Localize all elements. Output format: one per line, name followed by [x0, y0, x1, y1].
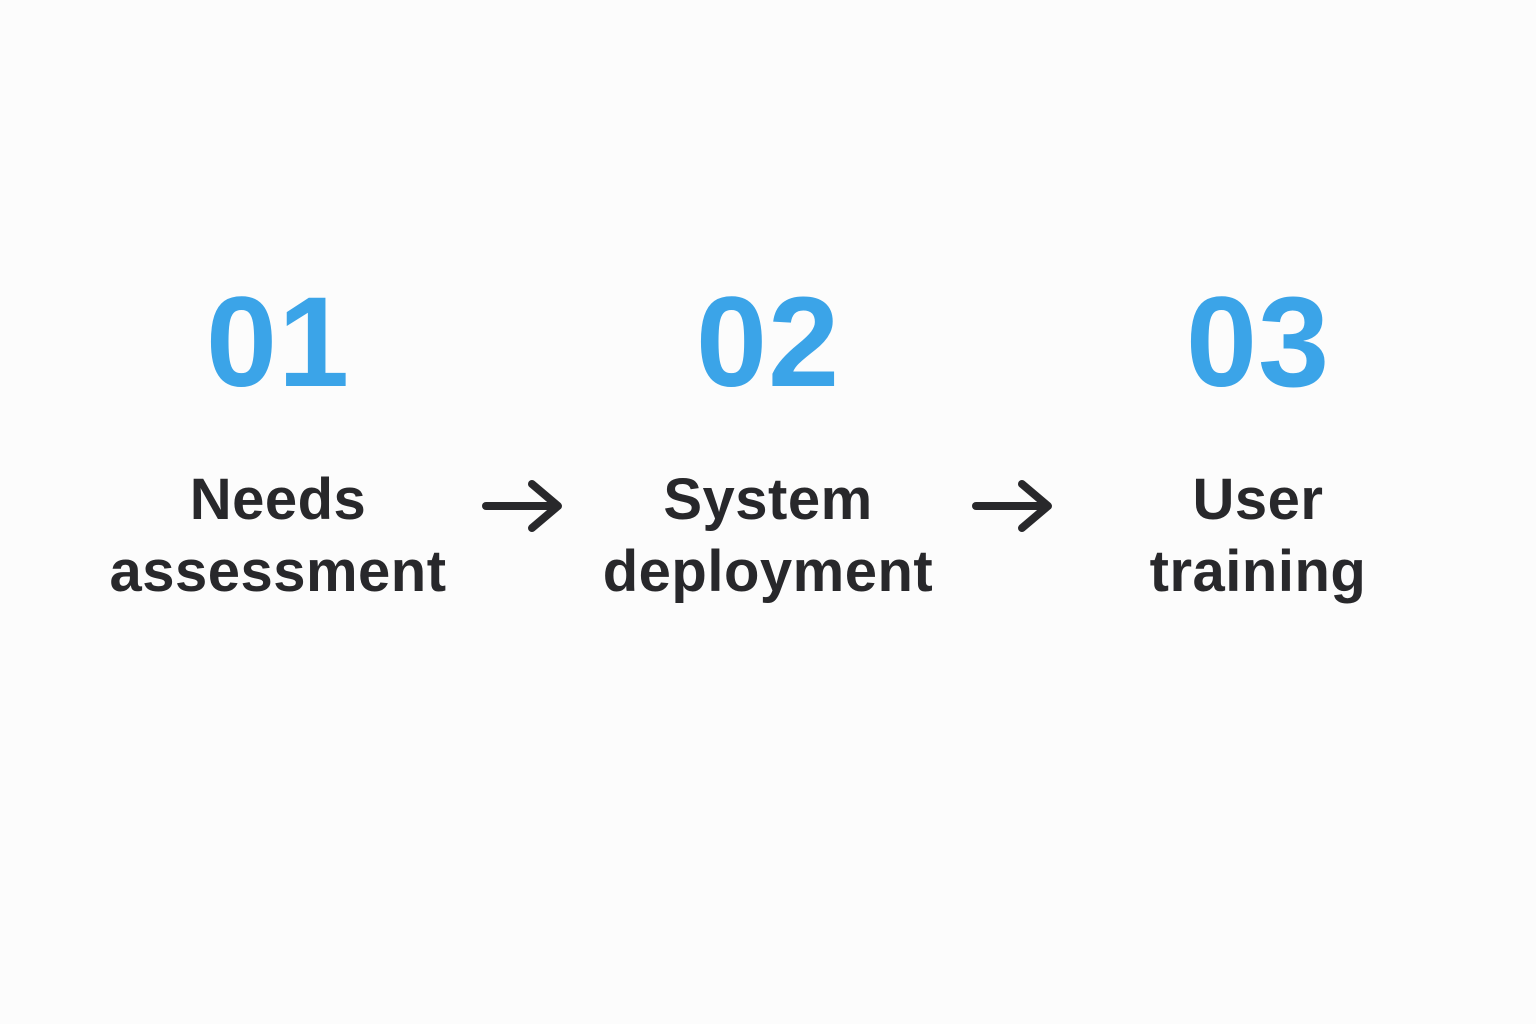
step-number: 01	[205, 271, 351, 414]
step-label-line: deployment	[602, 539, 934, 604]
step-label-line: System	[663, 467, 873, 532]
step-label-line: training	[1149, 539, 1367, 604]
step-label-line: assessment	[109, 539, 447, 604]
step-label: User training	[1150, 464, 1367, 608]
process-step-3: 03 User training	[1065, 278, 1451, 608]
step-label-line: Needs	[189, 467, 367, 532]
step-label: Needs assessment	[109, 464, 446, 608]
process-flow: 01 Needs assessment 02 System deployment…	[0, 278, 1536, 608]
step-label-line: User	[1192, 467, 1324, 532]
step-number: 03	[1185, 271, 1331, 414]
process-step-2: 02 System deployment	[575, 278, 961, 608]
arrow-right-icon	[481, 478, 565, 534]
process-step-1: 01 Needs assessment	[85, 278, 471, 608]
step-number: 02	[695, 271, 841, 414]
step-label: System deployment	[603, 464, 934, 608]
arrow-right-icon	[971, 478, 1055, 534]
